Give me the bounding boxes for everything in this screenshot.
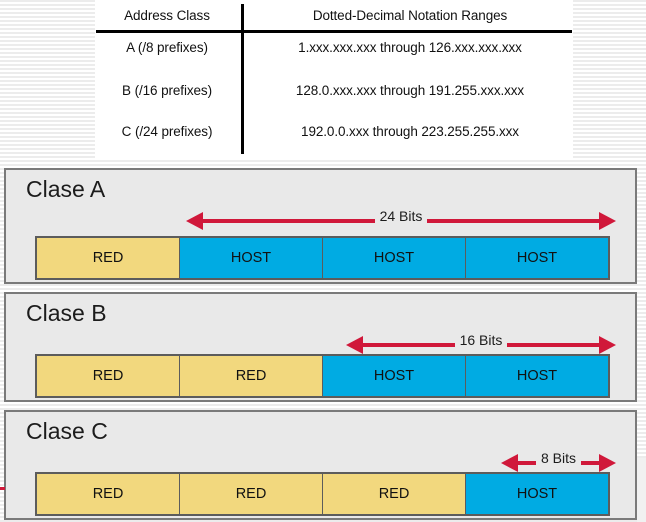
class-a-title: Clase A xyxy=(26,176,106,202)
class-c-octet-1: RED xyxy=(37,474,180,514)
class-c-title: Clase C xyxy=(26,418,108,444)
class-b-panel: Clase B 16 Bits RED RED HOST HOST xyxy=(4,292,637,402)
arrow-left-head-icon xyxy=(346,336,363,354)
class-a-octet-4: HOST xyxy=(466,238,608,278)
class-c-octet-3: RED xyxy=(323,474,466,514)
class-a-octet-bar: RED HOST HOST HOST xyxy=(35,236,610,280)
class-c-octet-4: HOST xyxy=(466,474,608,514)
table-range-class-b: 128.0.xxx.xxx through 191.255.xxx.xxx xyxy=(295,83,525,98)
left-edge-red-mark xyxy=(0,487,5,490)
class-a-octet-2: HOST xyxy=(180,238,323,278)
class-b-octet-1: RED xyxy=(37,356,180,396)
class-c-panel: Clase C 8 Bits RED RED RED HOST xyxy=(4,410,637,520)
class-a-bits-label: 24 Bits xyxy=(374,208,428,224)
table-column-divider xyxy=(241,4,244,154)
class-c-bits-label-wrap: 8 Bits xyxy=(501,450,616,466)
class-c-bits-arrow: 8 Bits xyxy=(501,450,616,476)
class-a-octet-1: RED xyxy=(37,238,180,278)
class-a-bits-label-wrap: 24 Bits xyxy=(186,208,616,224)
table-row-class-c: C (/24 prefixes) xyxy=(121,124,213,139)
class-a-octet-3: HOST xyxy=(323,238,466,278)
table-range-class-a: 1.xxx.xxx.xxx through 126.xxx.xxx.xxx xyxy=(298,40,522,55)
arrow-left-head-icon xyxy=(501,454,518,472)
table-header-address-class: Address Class xyxy=(124,8,210,23)
class-b-octet-4: HOST xyxy=(466,356,608,396)
arrow-left-head-icon xyxy=(186,212,203,230)
table-range-class-c: 192.0.0.xxx through 223.255.255.xxx xyxy=(301,124,519,139)
table-row-class-b: B (/16 prefixes) xyxy=(122,83,212,98)
class-b-octet-bar: RED RED HOST HOST xyxy=(35,354,610,398)
class-b-bits-label: 16 Bits xyxy=(454,332,508,348)
address-class-table: Address Class Dotted-Decimal Notation Ra… xyxy=(95,0,573,158)
arrow-right-head-icon xyxy=(599,212,616,230)
right-edge-stripe xyxy=(637,458,646,522)
arrow-right-head-icon xyxy=(599,336,616,354)
class-c-octet-2: RED xyxy=(180,474,323,514)
class-a-panel: Clase A 24 Bits RED HOST HOST HOST xyxy=(4,168,637,284)
class-c-octet-bar: RED RED RED HOST xyxy=(35,472,610,516)
class-b-octet-3: HOST xyxy=(323,356,466,396)
arrow-right-head-icon xyxy=(599,454,616,472)
class-c-bits-label: 8 Bits xyxy=(535,450,581,466)
table-row-class-a: A (/8 prefixes) xyxy=(126,40,208,55)
class-a-bits-arrow: 24 Bits xyxy=(186,208,616,234)
table-header-rule xyxy=(96,30,572,33)
table-header-notation-ranges: Dotted-Decimal Notation Ranges xyxy=(312,8,508,23)
class-b-bits-arrow: 16 Bits xyxy=(346,332,616,358)
class-b-bits-label-wrap: 16 Bits xyxy=(346,332,616,348)
class-b-octet-2: RED xyxy=(180,356,323,396)
class-b-title: Clase B xyxy=(26,300,107,326)
